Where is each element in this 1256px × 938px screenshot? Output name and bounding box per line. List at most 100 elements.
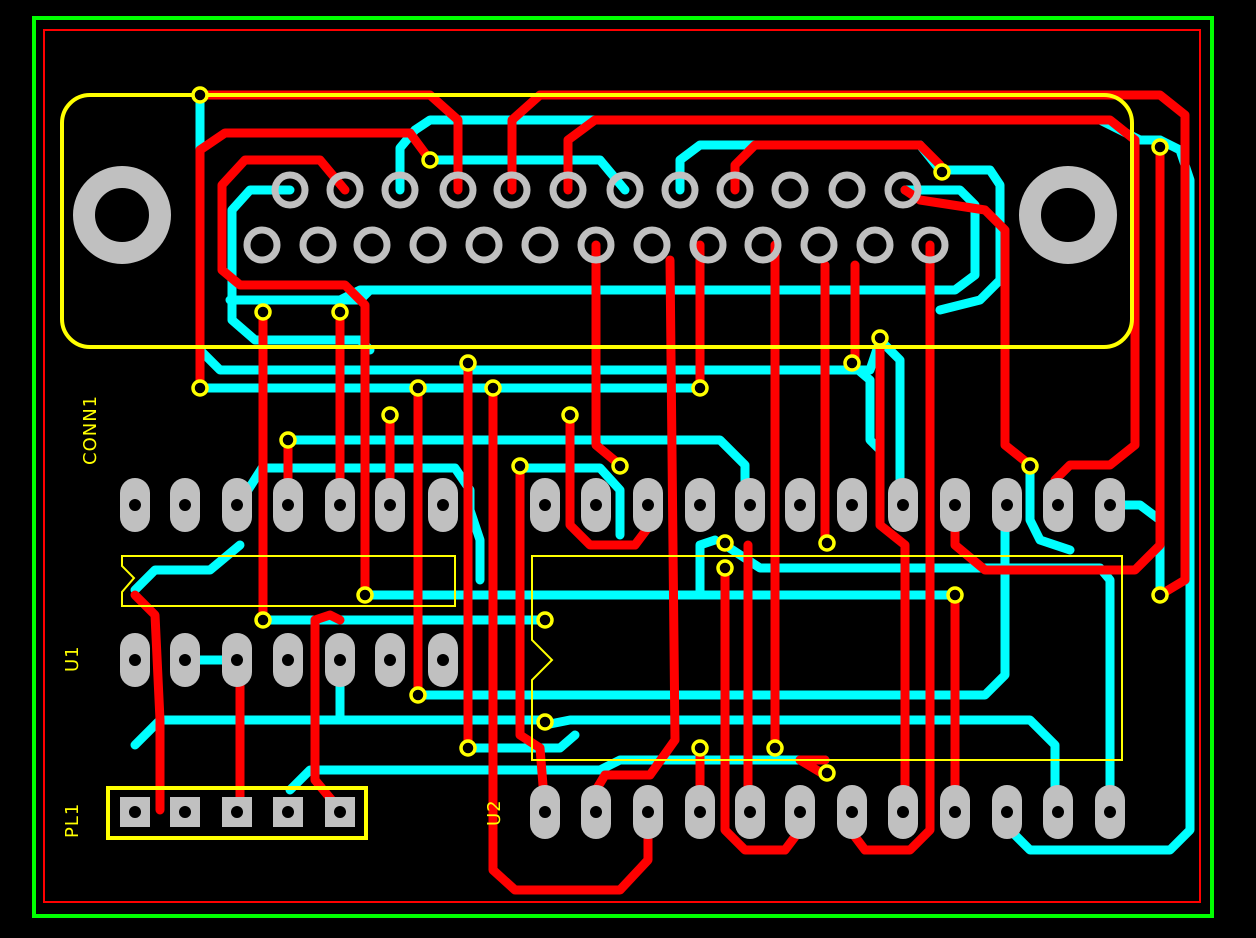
u1-pin [222, 633, 252, 687]
conn1-pin [771, 171, 809, 209]
via [191, 86, 209, 104]
via [716, 559, 734, 577]
pads-layer [73, 166, 1125, 839]
u2-pin [992, 785, 1022, 839]
conn1-pin [243, 226, 281, 264]
via [191, 379, 209, 397]
u2-pin [633, 478, 663, 532]
u1-pin [120, 633, 150, 687]
conn1-pin [493, 171, 531, 209]
via [1151, 586, 1169, 604]
u1-pin [170, 633, 200, 687]
via [946, 586, 964, 604]
via [766, 739, 784, 757]
via [254, 303, 272, 321]
pl1-pin [273, 797, 303, 827]
via [511, 457, 529, 475]
via [716, 534, 734, 552]
via [818, 764, 836, 782]
conn1-pin [439, 171, 477, 209]
u2-outline [531, 555, 1123, 761]
u2-pin [888, 785, 918, 839]
via [1151, 138, 1169, 156]
conn1-mount-hole [73, 166, 171, 264]
u1-outline [121, 555, 456, 607]
u2-pin [785, 785, 815, 839]
pl1-pin [120, 797, 150, 827]
u2-pin [1095, 785, 1125, 839]
via [818, 534, 836, 552]
via [484, 379, 502, 397]
conn1-pin [661, 171, 699, 209]
pl1-pin [170, 797, 200, 827]
conn1-pin [326, 171, 364, 209]
conn1-outline [60, 93, 1134, 349]
conn1-pin [409, 226, 447, 264]
conn1-pin [353, 226, 391, 264]
via [691, 379, 709, 397]
u2-pin [1043, 478, 1073, 532]
u2-pin [685, 785, 715, 839]
via [459, 354, 477, 372]
u2-pin [581, 785, 611, 839]
via [421, 151, 439, 169]
conn1-mount-hole [1019, 166, 1117, 264]
pl1-pin [325, 797, 355, 827]
via [279, 431, 297, 449]
keepout-outline [43, 29, 1201, 903]
via [254, 611, 272, 629]
conn1-pin [716, 171, 754, 209]
u1-pin [325, 478, 355, 532]
u1-pin [428, 633, 458, 687]
conn1-pin [549, 171, 587, 209]
u2-pin [735, 478, 765, 532]
via [331, 303, 349, 321]
conn1-pin [633, 226, 671, 264]
board-outline [32, 16, 1214, 918]
pl1-label: PL1 [62, 803, 83, 838]
conn1-pin [577, 226, 615, 264]
conn1-pin [381, 171, 419, 209]
u2-pin [1043, 785, 1073, 839]
u2-pin [530, 785, 560, 839]
conn1-pin [299, 226, 337, 264]
vias-layer [191, 86, 1169, 782]
conn1-pin [465, 226, 503, 264]
u2-pin [940, 478, 970, 532]
via [843, 354, 861, 372]
u1-pin [273, 633, 303, 687]
u2-pin [940, 785, 970, 839]
via [536, 713, 554, 731]
via [409, 379, 427, 397]
u2-pin [785, 478, 815, 532]
pl1-outline [106, 786, 368, 840]
via [459, 739, 477, 757]
u2-label: U2 [484, 799, 505, 826]
u1-pin [222, 478, 252, 532]
u1-label: U1 [62, 645, 83, 672]
u1-pin [120, 478, 150, 532]
u2-pin [888, 478, 918, 532]
u1-pin [273, 478, 303, 532]
conn1-pin [884, 171, 922, 209]
u1-pin [375, 633, 405, 687]
u1-pin [375, 478, 405, 532]
u2-pin [837, 478, 867, 532]
u2-pin [735, 785, 765, 839]
via [691, 739, 709, 757]
u2-pin [633, 785, 663, 839]
conn1-label: CONN1 [80, 395, 101, 465]
conn1-pin [800, 226, 838, 264]
via [871, 329, 889, 347]
u1-pin [325, 633, 355, 687]
conn1-pin [606, 171, 644, 209]
via [536, 611, 554, 629]
u2-pin [1095, 478, 1125, 532]
via [933, 163, 951, 181]
via [561, 406, 579, 424]
via [611, 457, 629, 475]
via [409, 686, 427, 704]
u2-pin [581, 478, 611, 532]
u1-pin [170, 478, 200, 532]
conn1-pin [521, 226, 559, 264]
